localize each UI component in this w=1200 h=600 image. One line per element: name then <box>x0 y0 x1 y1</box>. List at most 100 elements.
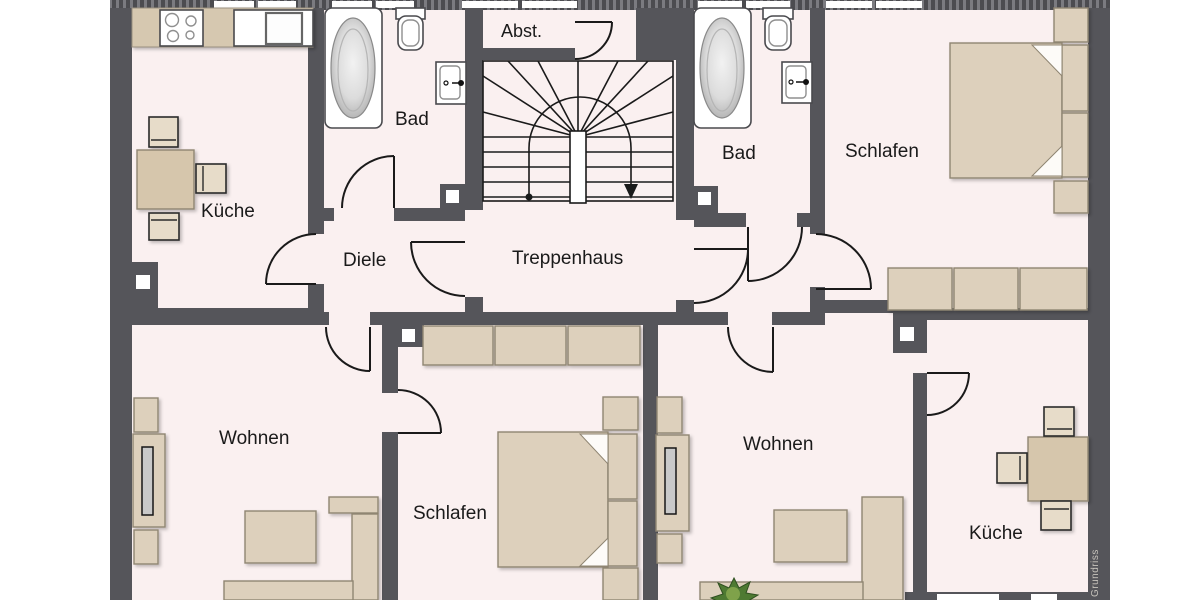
cut-counter <box>1031 594 1057 600</box>
window <box>826 1 872 8</box>
door-schlafen-bottom-middle <box>397 389 442 434</box>
toilet <box>397 15 424 51</box>
nightstand <box>602 567 639 600</box>
room-label-bad-left: Bad <box>395 109 429 130</box>
stove <box>159 9 204 47</box>
pillow <box>607 500 638 567</box>
drain-icon <box>788 79 794 85</box>
window <box>876 1 922 8</box>
stair-walking-line <box>528 96 632 197</box>
dining-table <box>1027 436 1089 502</box>
kitchen-bottom-right-furniture <box>996 406 1089 531</box>
chair <box>195 163 227 194</box>
wall <box>818 300 893 313</box>
bathroom-right-fixtures <box>693 7 813 129</box>
pillow <box>1061 112 1089 178</box>
cut-counter <box>937 594 999 600</box>
tv-unit <box>656 533 683 564</box>
chair <box>996 452 1028 484</box>
bathroom-left-fixtures <box>324 7 467 129</box>
burner-icon <box>166 29 180 43</box>
room-label-wohnen-bottom-right: Wohnen <box>743 434 814 455</box>
wall <box>636 8 676 60</box>
room-label-wohnen-bottom-left: Wohnen <box>219 428 290 449</box>
sofa-back <box>351 513 379 600</box>
tv-screen <box>141 446 154 516</box>
bathtub-inner-ring <box>337 28 369 112</box>
stair-newel <box>569 130 587 204</box>
kitchen-top-left-fixtures <box>131 7 314 241</box>
chair <box>148 212 180 241</box>
window <box>214 1 254 8</box>
wall <box>772 312 812 325</box>
sofa-seat <box>223 580 354 600</box>
plant-center <box>726 587 740 600</box>
door-bad-left <box>341 155 395 209</box>
door-kueche-top-left <box>265 233 317 285</box>
window <box>462 1 518 8</box>
watermark-text: Grundriss <box>1090 549 1101 597</box>
wall <box>1088 8 1110 600</box>
room-label-treppenhaus: Treppenhaus <box>512 248 624 269</box>
wall <box>382 432 398 600</box>
sideboard <box>1019 267 1088 311</box>
wall <box>810 287 825 325</box>
window <box>332 1 372 8</box>
faucet-icon <box>803 79 809 85</box>
bed <box>949 42 1063 179</box>
wall <box>483 48 575 60</box>
wall <box>465 8 483 210</box>
wall <box>132 308 324 325</box>
drain-icon <box>443 80 449 86</box>
walls <box>110 8 1110 600</box>
shaft-symbol <box>446 190 459 203</box>
nightstand <box>1053 180 1089 214</box>
wall <box>324 312 329 325</box>
window <box>698 1 742 8</box>
room-label-kueche-bottom-right: Küche <box>969 523 1023 544</box>
burner-icon <box>164 12 180 28</box>
wall <box>913 373 927 600</box>
door-diele-entry <box>410 241 466 297</box>
pillow <box>607 433 638 500</box>
door-abstellraum <box>574 21 613 60</box>
wall <box>394 208 465 221</box>
toilet-bowl <box>401 19 420 47</box>
shaft-symbol <box>402 329 415 342</box>
chair <box>148 116 179 148</box>
plant <box>709 576 760 600</box>
top-windows <box>214 1 922 8</box>
sink-basin <box>264 11 304 46</box>
door-right-entry <box>693 248 749 304</box>
pillow <box>1061 44 1089 112</box>
wall <box>797 213 812 227</box>
tv-screen <box>664 447 677 515</box>
room-label-schlafen-bottom-middle: Schlafen <box>413 503 487 524</box>
bathtub-inner-ring <box>706 28 738 112</box>
burner-icon <box>185 30 195 40</box>
room-label-abstellraum: Abst. <box>501 21 543 41</box>
wall <box>694 213 746 227</box>
sideboard <box>953 267 1019 311</box>
exterior-wall-top <box>110 0 1110 10</box>
nightstand <box>602 396 639 431</box>
door-schlafen-top-right <box>815 233 872 290</box>
blanket-fold <box>578 433 609 466</box>
wardrobe <box>567 325 641 366</box>
wall <box>308 8 324 234</box>
wall <box>810 8 825 234</box>
chair <box>1043 406 1075 437</box>
toilet-bowl <box>768 19 788 47</box>
faucet-icon <box>458 80 464 86</box>
shaft-symbol <box>136 275 150 289</box>
living-room-left-furniture <box>132 397 379 600</box>
chair <box>1040 500 1072 531</box>
shaft-symbol <box>698 192 711 205</box>
nightstand <box>1053 7 1089 43</box>
room-label-diele: Diele <box>343 250 387 271</box>
wall <box>110 8 132 600</box>
coffee-table <box>773 509 848 563</box>
dining-table <box>136 149 195 210</box>
